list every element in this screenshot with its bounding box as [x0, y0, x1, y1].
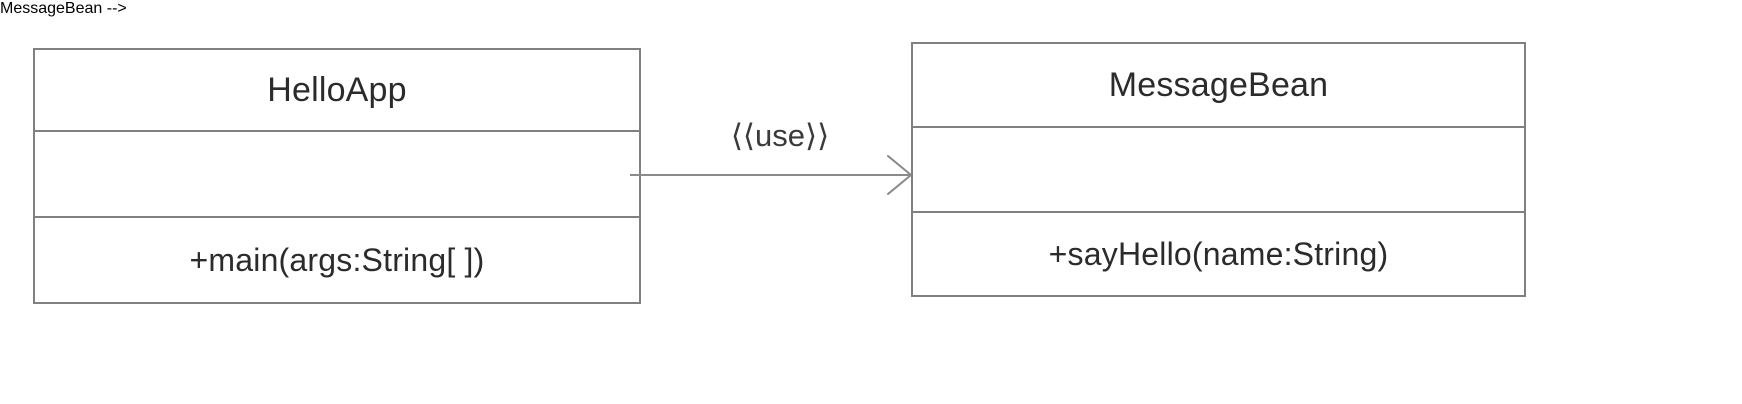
class-operation-sayhello: +sayHello(name:String): [1048, 235, 1389, 272]
class-attributes-messagebean: [913, 128, 1524, 213]
uml-class-helloapp[interactable]: HelloApp +main(args:String[ ]): [33, 48, 641, 304]
class-name-helloapp: HelloApp: [35, 50, 639, 132]
class-attributes-helloapp: [35, 132, 639, 218]
class-operation-main: +main(args:String[ ]): [189, 241, 485, 278]
uml-class-messagebean[interactable]: MessageBean +sayHello(name:String): [911, 42, 1526, 297]
stereotype-label-use: ⟨⟨use⟩⟩: [730, 118, 830, 153]
class-name-messagebean: MessageBean: [913, 44, 1524, 128]
